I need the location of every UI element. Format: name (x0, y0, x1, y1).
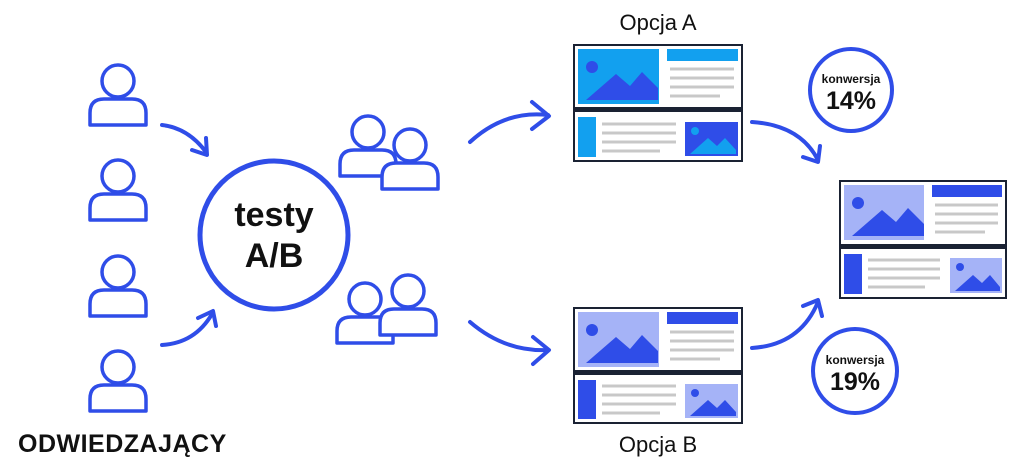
ab-test-circle (197, 158, 351, 312)
conversion-a-caption: konwersja (821, 72, 881, 86)
conversion-b-caption: konwersja (825, 353, 885, 367)
visitor-person-icon (88, 349, 148, 413)
conversion-b-circle (811, 327, 899, 415)
test-label-line2: A/B (244, 237, 304, 275)
visitors-label: ODWIEDZAJĄCY (18, 430, 227, 458)
conversion-b-value: 19% (829, 368, 881, 396)
arrow-icon (750, 120, 822, 164)
visitor-person-icon (88, 158, 148, 222)
test-label-line1: testy (234, 196, 314, 234)
option-b-label: Opcja B (618, 432, 698, 457)
option-a-label: Opcja A (619, 10, 697, 35)
conversion-a-value: 14% (825, 87, 877, 115)
arrow-icon (468, 320, 551, 366)
visitor-person-icon (88, 254, 148, 318)
conversion-a-circle (808, 47, 894, 133)
winning-webpage-icon (839, 180, 1007, 299)
visitor-group-a-icon (338, 114, 440, 191)
visitor-person-icon (88, 63, 148, 127)
option-a-webpage-icon (573, 44, 743, 162)
visitor-group-b-icon (335, 273, 438, 345)
arrow-icon (750, 298, 824, 350)
option-b-webpage-icon (573, 307, 743, 424)
arrow-icon (160, 309, 218, 347)
arrow-icon (160, 123, 209, 157)
arrow-icon (468, 100, 551, 144)
